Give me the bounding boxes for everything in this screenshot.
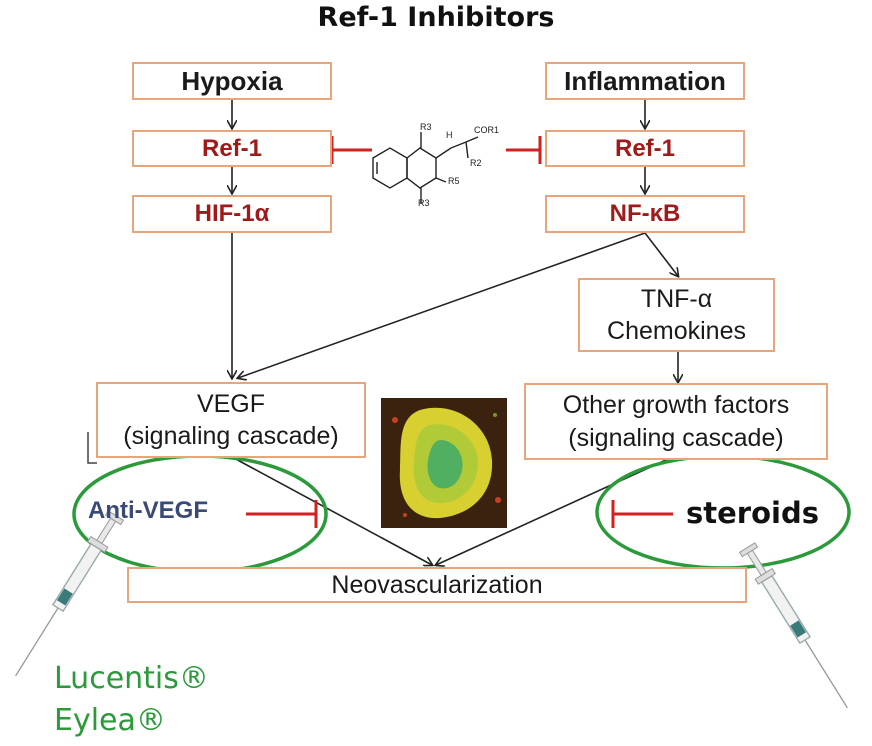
node-hif1a: HIF-1α <box>132 195 332 233</box>
arrow-nfkb-vegf <box>238 232 646 378</box>
node-other-growth-factors: Other growth factors (signaling cascade) <box>524 383 828 460</box>
steroids-label: steroids <box>686 496 819 530</box>
bracket-mark <box>87 432 97 464</box>
drug-eylea: Eylea® <box>54 703 166 738</box>
neovascular-lesion-image <box>381 398 507 528</box>
anti-vegf-label: Anti-VEGF <box>88 497 208 524</box>
drug-lucentis: Lucentis® <box>54 661 209 696</box>
node-hypoxia: Hypoxia <box>132 62 332 100</box>
struct-label-cor1: COR1 <box>474 125 499 135</box>
node-vegf: VEGF (signaling cascade) <box>96 382 366 458</box>
struct-label-r5: R5 <box>448 176 460 186</box>
diagram-title: Ref-1 Inhibitors <box>317 2 555 33</box>
syringe-left-icon <box>15 510 125 677</box>
struct-label-r3-top: R3 <box>420 122 432 132</box>
node-ref1-right: Ref-1 <box>545 130 745 167</box>
node-ref1-left: Ref-1 <box>132 130 332 167</box>
vegf-cascade-label: (signaling cascade) <box>123 422 339 450</box>
node-nfkb: NF-κB <box>545 195 745 233</box>
struct-label-h: H <box>446 130 453 140</box>
struct-label-r2: R2 <box>470 158 482 168</box>
tnf-label: TNF-α <box>640 284 713 313</box>
ogf-label: Other growth factors <box>562 391 790 419</box>
chemokines-label: Chemokines <box>607 317 746 345</box>
arrow-vegf-neo <box>231 456 432 565</box>
node-tnf-chemokines: TNF-α Chemokines <box>578 278 775 352</box>
arrow-ogf-neo <box>436 458 669 565</box>
node-neovascularization: Neovascularization <box>127 567 747 603</box>
struct-label-r3-bottom: R3 <box>418 198 430 208</box>
node-inflammation: Inflammation <box>545 62 745 100</box>
vegf-label: VEGF <box>196 389 266 418</box>
ogf-cascade-label: (signaling cascade) <box>568 423 784 452</box>
syringe-right-icon <box>738 542 848 709</box>
arrow-nfkb-tnf <box>644 232 678 276</box>
ref1-inhibitor-structure <box>372 132 479 204</box>
